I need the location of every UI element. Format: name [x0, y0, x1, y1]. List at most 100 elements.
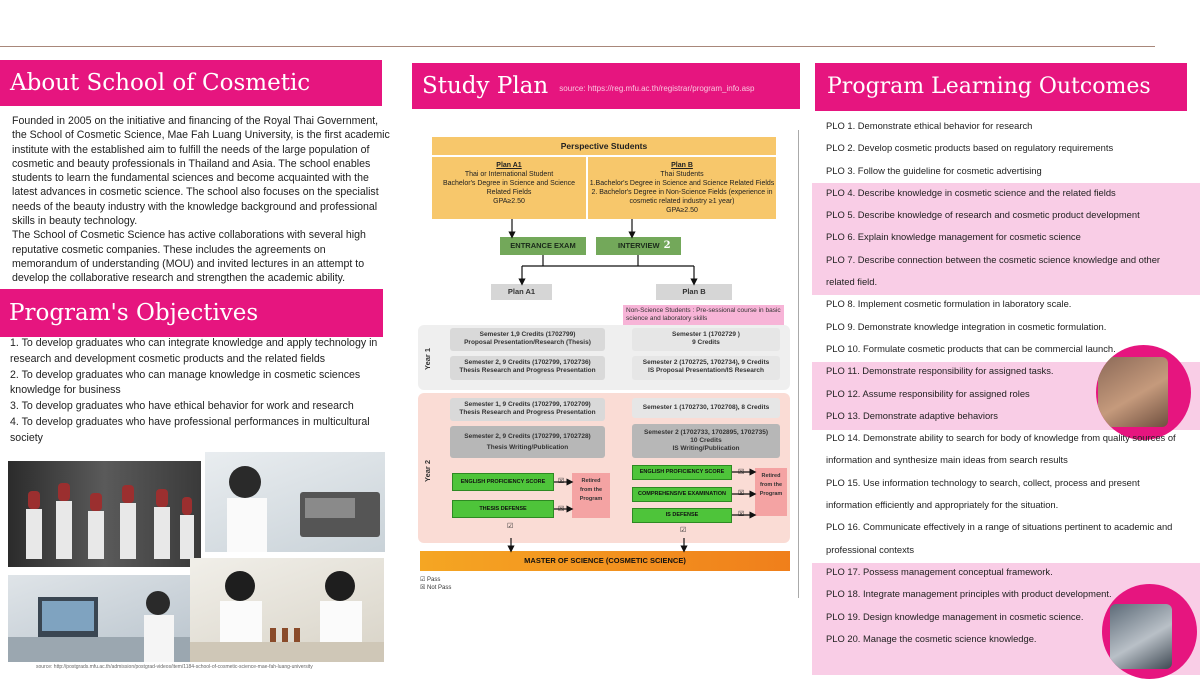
- sem-line: 10 Credits: [690, 437, 722, 444]
- sem-line: Semester 1,9 Credits (1702799): [479, 331, 576, 338]
- lab-scientist-photo: [205, 452, 385, 552]
- plo-item: PLO 15. Use information technology to se…: [826, 476, 1140, 511]
- about-paragraph-1: Founded in 2005 on the initiative and fi…: [12, 115, 390, 228]
- objective-item: 3. To develop graduates who have ethical…: [10, 400, 354, 413]
- retired-line: Retired: [581, 478, 601, 484]
- year-2-label: Year 2: [423, 459, 432, 482]
- sem-line: Proposal Presentation/Research (Thesis): [464, 339, 591, 346]
- sem-line: Semester 1 (1702729 ): [672, 331, 740, 338]
- plo-item: PLO 14. Demonstrate ability to search fo…: [826, 432, 1176, 466]
- b-is-defense-box: IS DEFENSE: [632, 508, 732, 523]
- sem-line: Semester 2 (1702733, 1702895, 1702735): [644, 429, 768, 436]
- plan-b-line: Thai Students: [660, 171, 704, 178]
- sem-line: Semester 1, 9 Credits (1702799, 1702709): [464, 401, 591, 408]
- a-year2-sem2: Semester 2, 9 Credits (1702799, 1702728)…: [450, 426, 605, 458]
- b-retired-box: Retired from the Program: [755, 468, 787, 516]
- sem-line: Semester 2 (1702725, 1702734), 9 Credits: [642, 359, 770, 366]
- interview-box: INTERVIEW 2 no: [596, 237, 681, 269]
- plo-item: PLO 18. Integrate management principles …: [826, 588, 1112, 600]
- not-pass-mark: ☒: [738, 469, 745, 476]
- plo-list: PLO 1. Demonstrate ethical behavior for …: [826, 115, 1186, 650]
- a-year1-sem2: Semester 2, 9 Credits (1702799, 1702736)…: [450, 356, 605, 380]
- column-divider: [798, 130, 799, 598]
- lab-illustration: [227, 466, 380, 552]
- students-testing-photo: [190, 558, 384, 662]
- plan-b-line: 1.Bachelor's Degree in Science and Scien…: [589, 180, 775, 187]
- lipstick-photo: [8, 461, 201, 567]
- plo-item: PLO 19. Design knowledge management in c…: [826, 610, 1084, 622]
- plan-a1-line: GPA≥2.50: [493, 198, 525, 205]
- objectives-list: 1. To develop graduates who can integrat…: [10, 336, 380, 447]
- not-pass-mark: ☒: [558, 506, 565, 513]
- team-meeting-photo: [1102, 584, 1197, 679]
- plan-b-box: Plan B Thai Students 1.Bachelor's Degree…: [588, 157, 776, 219]
- about-paragraph-2: The School of Cosmetic Science has activ…: [12, 229, 366, 285]
- plo-item: PLO 3. Follow the guideline for cosmetic…: [826, 164, 1042, 176]
- plan-a1-label: Plan A1: [491, 284, 552, 300]
- sem-line: 9 Credits: [692, 339, 720, 346]
- b-year1-sem2: Semester 2 (1702725, 1702734), 9 Credits…: [632, 356, 780, 380]
- lipstick-illustration: [26, 483, 194, 559]
- plan-a1-box: Plan A1 Thai or International Student Ba…: [432, 157, 586, 219]
- sem-line: Thesis Research and Progress Presentatio…: [459, 409, 596, 416]
- a-year1-sem1: Semester 1,9 Credits (1702799) Proposal …: [450, 328, 605, 351]
- legend: ☑ Pass ☒ Not Pass: [420, 576, 451, 592]
- teamwork-hands-photo: [1096, 345, 1191, 440]
- not-pass-mark: ☒: [738, 490, 745, 497]
- pass-mark: ☑: [507, 523, 514, 530]
- objectives-title: Program's Objectives: [0, 289, 383, 337]
- plan-b-line: cosmetic related industry ≥1 year): [629, 198, 735, 205]
- plan-a1-line: Related Fields: [486, 189, 532, 196]
- b-english-score-box: ENGLISH PROFICIENCY SCORE: [632, 465, 732, 480]
- plo-item: PLO 17. Possess management conceptual fr…: [826, 565, 1053, 577]
- teamwork-hands-image: [1098, 357, 1168, 427]
- plo-highlight-band: [812, 183, 1200, 295]
- plo-item: PLO 13. Demonstrate adaptive behaviors: [826, 409, 998, 421]
- interview-label: INTERVIEW: [618, 241, 660, 250]
- sem-line: IS Proposal Presentation/IS Research: [648, 367, 764, 374]
- students-illustration: [190, 571, 384, 662]
- objective-item: 4. To develop graduates who have profess…: [10, 415, 370, 444]
- study-plan-title: Study Plan: [422, 73, 549, 99]
- study-plan-header: Study Plan source: https://reg.mfu.ac.th…: [412, 63, 800, 109]
- entrance-exam-box: ENTRANCE EXAM: [500, 237, 586, 255]
- about-text: Founded in 2005 on the initiative and fi…: [12, 114, 390, 286]
- plan-b-label: Plan B: [656, 284, 732, 300]
- a-year2-sem1: Semester 1, 9 Credits (1702799, 1702709)…: [450, 398, 605, 421]
- about-title: About School of Cosmetic Science: [0, 60, 382, 142]
- objective-item: 2. To develop graduates who can manage k…: [10, 368, 361, 397]
- plo-item: PLO 7. Describe connection between the c…: [826, 253, 1161, 288]
- legend-not-pass: ☒ Not Pass: [420, 585, 452, 591]
- sem-line: Semester 2, 9 Credits (1702799, 1702736): [464, 359, 591, 366]
- sem-line: IS Writing/Publication: [672, 445, 740, 452]
- interview-overlay: 2 no: [618, 240, 671, 269]
- b-year1-sem1: Semester 1 (1702729 ) 9 Credits: [632, 328, 780, 351]
- photos-caption: source: http://postgrads.mfu.ac.th/admis…: [36, 664, 313, 670]
- plan-a1-title: Plan A1: [496, 162, 522, 169]
- plan-b-line: GPA≥2.50: [666, 207, 698, 214]
- team-meeting-image: [1110, 604, 1172, 669]
- computer-lab-illustration: [8, 591, 195, 662]
- sem-line: Semester 1 (1702730, 1702708), 8 Credits: [642, 404, 770, 411]
- retired-line: Program: [759, 491, 783, 497]
- retired-line: Program: [579, 496, 603, 502]
- plo-item: PLO 2. Develop cosmetic products based o…: [826, 142, 1114, 154]
- sem-line: Semester 2, 9 Credits (1702799, 1702728): [464, 433, 591, 440]
- plo-item: PLO 11. Demonstrate responsibility for a…: [826, 365, 1054, 377]
- year-1-label: Year 1: [423, 347, 432, 370]
- plo-item: PLO 10. Formulate cosmetic products that…: [826, 342, 1116, 354]
- a-thesis-defense-box: THESIS DEFENSE: [452, 500, 554, 518]
- retired-line: from the: [760, 482, 782, 488]
- computer-lab-photo: [8, 575, 195, 662]
- b-year2-sem2: Semester 2 (1702733, 1702895, 1702735) 1…: [632, 424, 780, 458]
- a-retired-box: Retired from the Program: [572, 473, 610, 518]
- plan-a1-line: Bachelor's Degree in Science and Science: [442, 180, 576, 187]
- sem-line: Thesis Writing/Publication: [486, 444, 569, 451]
- not-pass-mark: ☒: [558, 478, 565, 485]
- plan-b-title: Plan B: [671, 162, 693, 169]
- plan-a1-line: Thai or International Student: [464, 171, 554, 178]
- b-comprehensive-exam-box: COMPREHENSIVE EXAMINATION: [632, 487, 732, 502]
- plo-item: PLO 12. Assume responsibility for assign…: [826, 387, 1030, 399]
- a-english-score-box: ENGLISH PROFICIENCY SCORE: [452, 473, 554, 491]
- perspective-students-box: Perspective Students: [432, 137, 776, 155]
